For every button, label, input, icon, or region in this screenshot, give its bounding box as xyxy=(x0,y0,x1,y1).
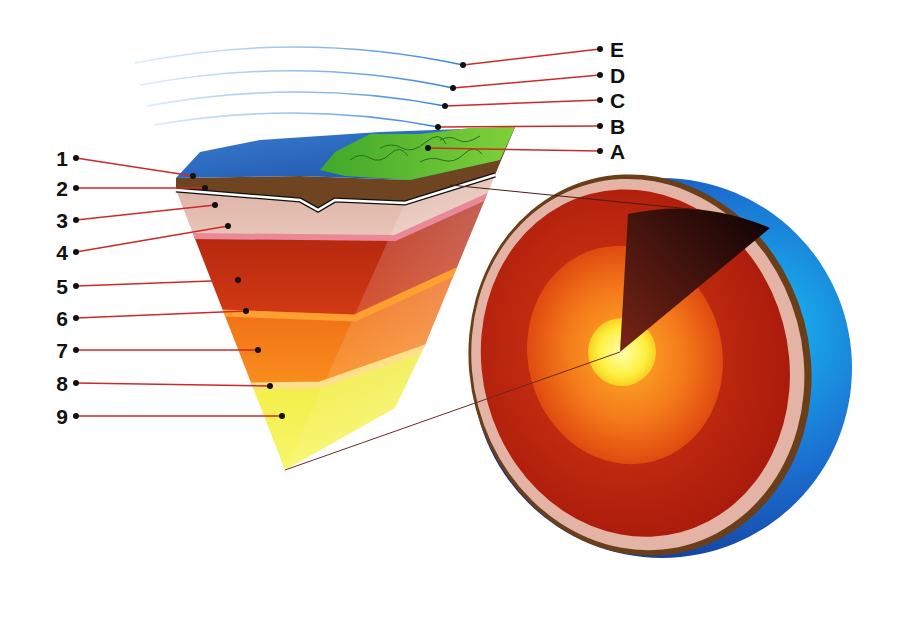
wedge-interior xyxy=(150,165,530,480)
leader-dot xyxy=(435,124,441,130)
leader-dot xyxy=(73,380,79,386)
callout-letter: A xyxy=(610,141,625,162)
leader-lines xyxy=(76,49,600,416)
leader-dot xyxy=(73,347,79,353)
callout-number: 3 xyxy=(56,210,68,231)
leader-line xyxy=(438,126,600,127)
callout-letter: D xyxy=(610,65,625,86)
leader-dot xyxy=(460,62,466,68)
upper-mantle-ring xyxy=(430,141,846,588)
leader-dot xyxy=(279,413,285,419)
callout-number: 2 xyxy=(56,178,68,199)
leader-dot xyxy=(190,173,196,179)
leader-dot xyxy=(425,145,431,151)
leader-dots xyxy=(73,46,603,419)
crust-rim xyxy=(426,136,854,595)
leader-dot xyxy=(73,283,79,289)
moho-line xyxy=(176,175,495,210)
projection-line xyxy=(285,352,620,470)
relief-line xyxy=(440,136,480,142)
callout-number: 9 xyxy=(56,406,68,427)
leader-line xyxy=(76,415,282,417)
leader-dot xyxy=(73,155,79,161)
leader-line xyxy=(76,187,205,189)
leader-line xyxy=(453,75,600,88)
leader-line xyxy=(76,158,193,176)
right-face-shade xyxy=(285,175,495,470)
leader-dot xyxy=(597,46,603,52)
leader-dot xyxy=(267,383,273,389)
leader-dot xyxy=(202,185,208,191)
callout-number: 8 xyxy=(56,373,68,394)
relief-line xyxy=(350,149,408,160)
moho-line xyxy=(176,175,495,210)
callout-number: 4 xyxy=(56,242,68,263)
boundary-line xyxy=(150,240,530,318)
leader-dot xyxy=(243,308,249,314)
ocean-surface xyxy=(176,127,515,180)
leader-dot xyxy=(73,249,79,255)
leader-line xyxy=(428,148,600,151)
callout-number: 1 xyxy=(56,148,68,169)
mantle-disc xyxy=(442,155,828,572)
leader-dot xyxy=(73,217,79,223)
callout-number: 5 xyxy=(56,276,68,297)
leader-dot xyxy=(235,277,241,283)
leader-line xyxy=(76,226,228,252)
callout-letter: E xyxy=(610,39,624,60)
callout-letter: C xyxy=(610,90,625,111)
boundary-line xyxy=(150,310,530,386)
leader-line xyxy=(76,311,246,318)
leader-dot xyxy=(212,202,218,208)
leader-dot xyxy=(597,97,603,103)
callout-number: 7 xyxy=(56,340,68,361)
leader-dot xyxy=(442,103,448,109)
leader-dot xyxy=(450,85,456,91)
leader-line xyxy=(76,205,215,220)
leader-line xyxy=(76,349,258,351)
leader-dot xyxy=(597,72,603,78)
atmosphere-arc xyxy=(154,113,438,127)
atmosphere-arcs xyxy=(135,47,463,127)
leader-dot xyxy=(597,123,603,129)
globe-cross-section xyxy=(426,136,854,595)
leader-dot xyxy=(73,413,79,419)
relief-line xyxy=(420,149,482,162)
leader-dot xyxy=(597,148,603,154)
leader-dot xyxy=(255,347,261,353)
cut-sector xyxy=(620,208,770,352)
leader-dot xyxy=(73,315,79,321)
projection-line xyxy=(450,185,700,210)
atmosphere-arc xyxy=(135,47,463,65)
leader-dot xyxy=(73,185,79,191)
land-surface xyxy=(320,127,515,180)
leader-dot xyxy=(225,223,231,229)
atmosphere-arc xyxy=(147,92,445,106)
leader-line xyxy=(76,383,270,386)
leader-line xyxy=(76,280,238,286)
callout-number: 6 xyxy=(56,308,68,329)
leader-line xyxy=(463,49,600,65)
callout-letter: B xyxy=(610,116,625,137)
atmosphere-arc xyxy=(140,71,453,88)
leader-line xyxy=(445,100,600,106)
